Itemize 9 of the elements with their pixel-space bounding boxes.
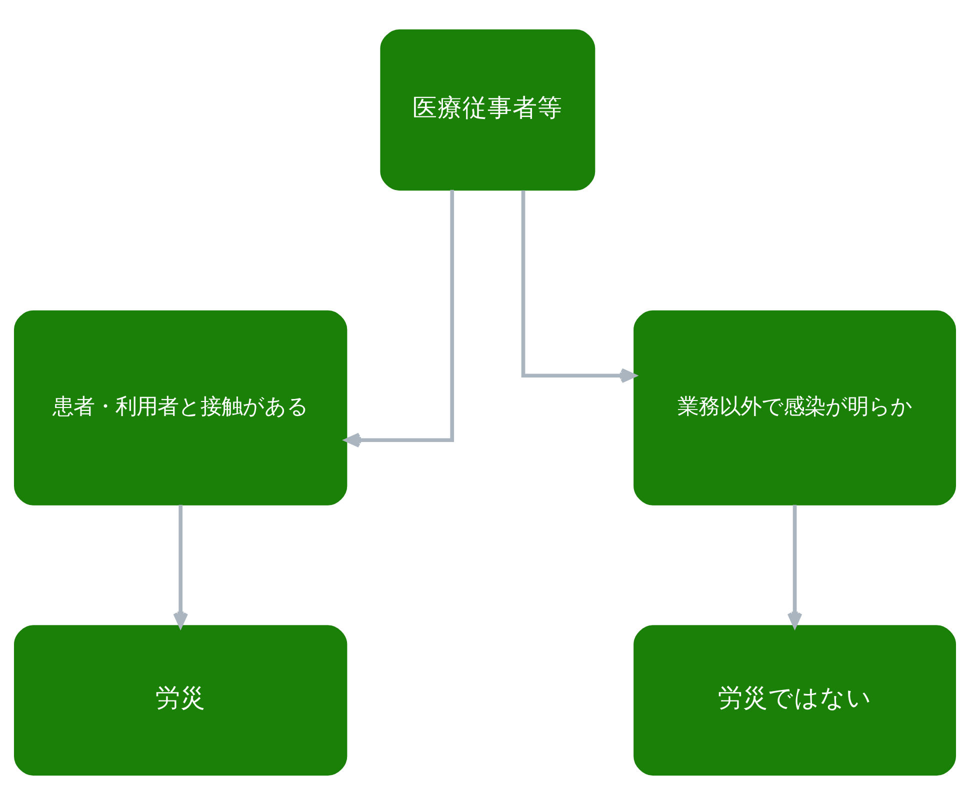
arrow [787,504,802,628]
node-box: 患者・利用者と接触がある [14,310,348,505]
node-box: 労災 [14,624,348,776]
node-box: 医療従事者等 [380,28,596,190]
arrow [521,190,636,383]
node-box: 業務以外で感染が明らか [634,310,956,505]
arrow [344,189,454,448]
arrow [173,504,188,628]
node-box: 労災ではない [634,624,956,776]
